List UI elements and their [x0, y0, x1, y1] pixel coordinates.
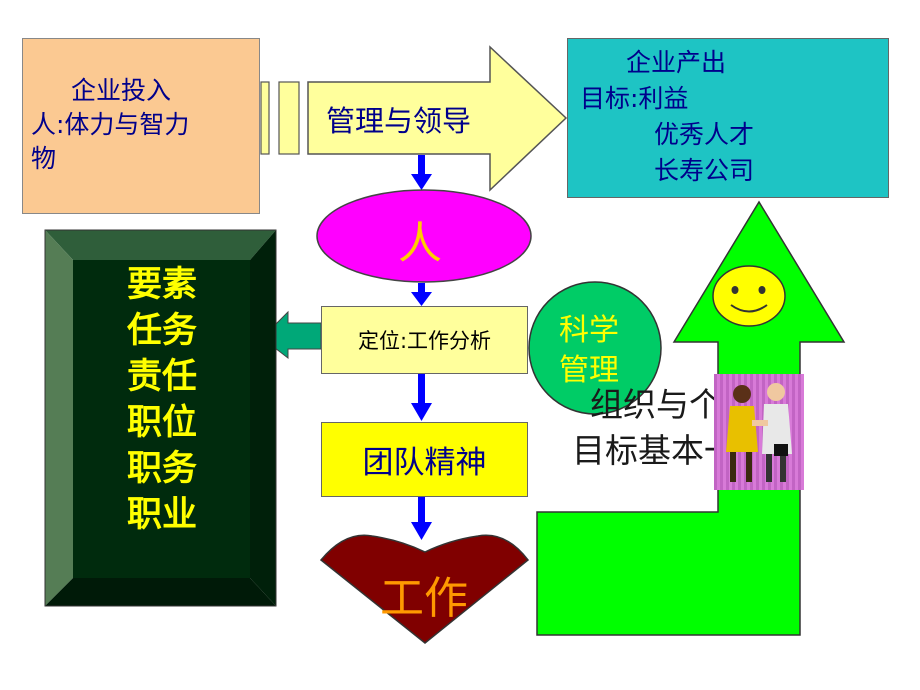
management-arrow — [307, 45, 568, 192]
list-item: 职位 — [126, 403, 197, 443]
input-box: 企业投入 人:体力与智力 物 — [22, 38, 260, 214]
connector-arrow-3 — [411, 374, 432, 421]
output-line4: 长寿公司 — [654, 156, 755, 185]
elements-panel — [44, 229, 277, 607]
positioning-box: 定位:工作分析 — [321, 306, 528, 374]
science-circle — [528, 281, 662, 415]
output-line2: 目标:利益 — [580, 84, 689, 113]
list-item: 要素 — [126, 265, 197, 305]
science-line1: 科学 — [559, 313, 619, 348]
positioning-label: 定位:工作分析 — [357, 329, 492, 353]
team-box: 团队精神 — [321, 422, 528, 497]
team-label: 团队精神 — [362, 445, 487, 481]
connector-arrow-4 — [411, 497, 432, 540]
smiley-face-icon — [712, 265, 786, 327]
input-line1: 企业投入 — [71, 76, 172, 105]
list-item: 职务 — [126, 449, 197, 489]
elements-list: 要素 任务 责任 职位 职务 职业 — [74, 262, 250, 538]
output-line3: 优秀人才 — [654, 120, 755, 149]
work-heart — [319, 534, 530, 644]
handshake-clipart-icon — [714, 374, 804, 490]
input-line2: 人:体力与智力 — [31, 110, 190, 139]
list-item: 职业 — [126, 495, 197, 535]
list-item: 责任 — [126, 357, 197, 397]
connector-arrow-2 — [411, 283, 432, 306]
management-label: 管理与领导 — [326, 104, 472, 138]
science-line2: 管理 — [559, 353, 619, 388]
output-line1: 企业产出 — [626, 48, 727, 77]
goal-text-line1: 组织与个 — [590, 385, 722, 424]
output-box: 企业产出 目标:利益 优秀人才 长寿公司 — [567, 38, 889, 198]
connector-arrow-1 — [411, 155, 432, 190]
people-ellipse — [316, 189, 532, 283]
input-line3: 物 — [31, 144, 57, 173]
work-label: 工作 — [380, 573, 468, 624]
people-label: 人 — [398, 218, 442, 269]
arrow-tail-stripes — [260, 81, 300, 155]
list-item: 任务 — [126, 311, 197, 351]
